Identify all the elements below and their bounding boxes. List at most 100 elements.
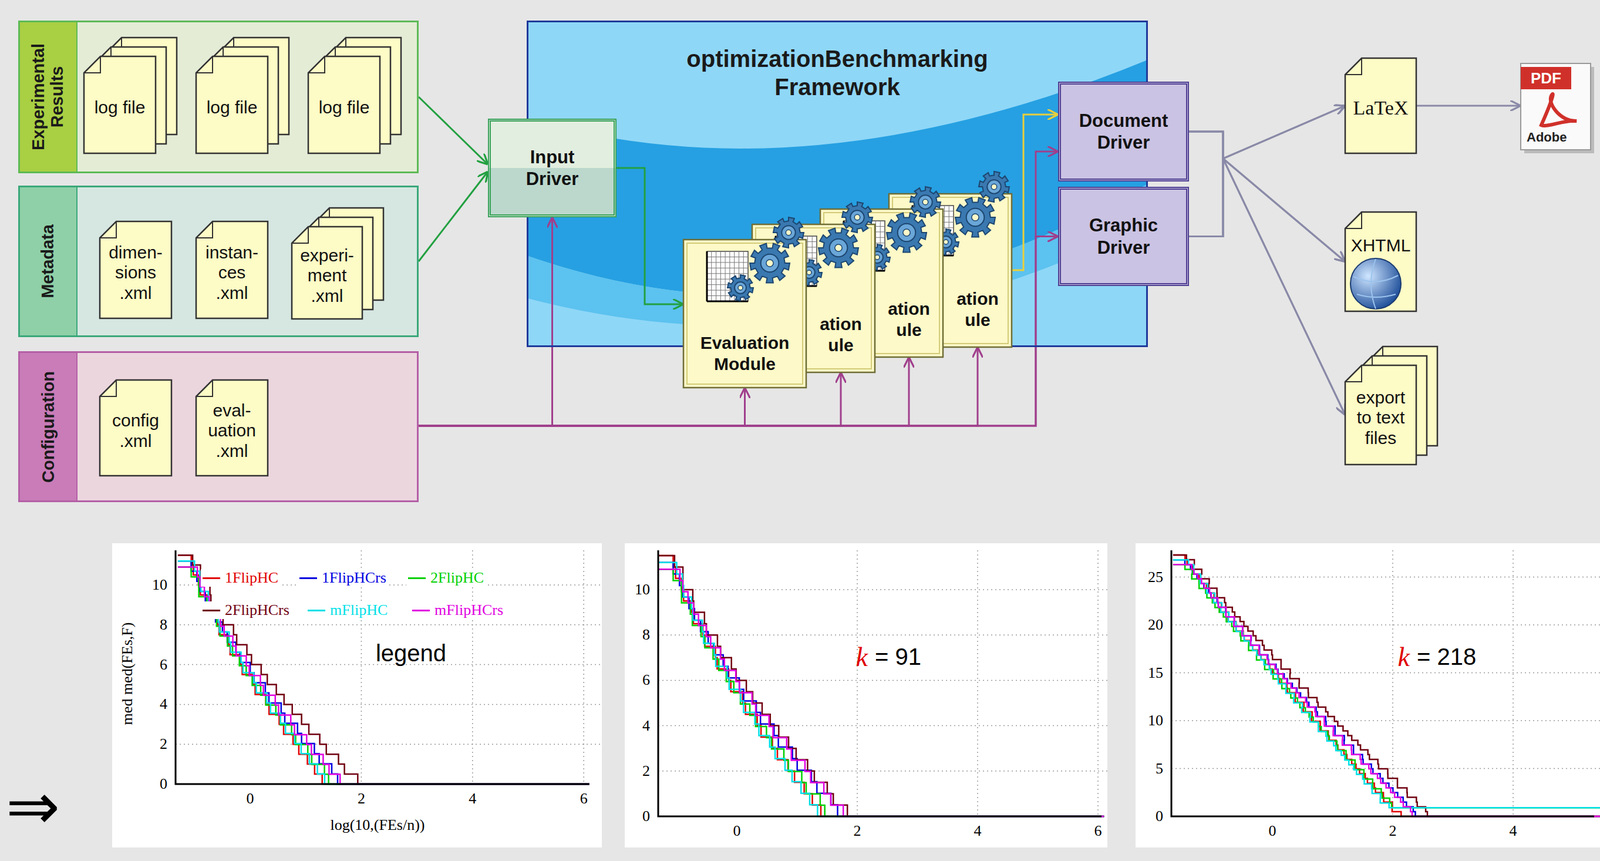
node-label: Graphic Driver bbox=[1073, 214, 1174, 258]
node-label: Document Driver bbox=[1073, 109, 1174, 154]
connector bbox=[418, 171, 488, 262]
shape-outline bbox=[1345, 211, 1417, 312]
tick-label: 20 bbox=[1147, 615, 1164, 634]
node-label: ation ule bbox=[811, 313, 871, 356]
parameter-name: k bbox=[1398, 641, 1410, 673]
grid-line bbox=[1392, 550, 1394, 817]
curve bbox=[658, 562, 1105, 817]
grid-line bbox=[658, 634, 1108, 636]
legend-swatch bbox=[202, 577, 221, 579]
driver-box: Graphic Driver bbox=[1058, 186, 1189, 286]
tick-label: 6 bbox=[1094, 822, 1103, 840]
legend-swatch bbox=[202, 609, 221, 612]
tick-label: 15 bbox=[1147, 664, 1164, 682]
plot-ground bbox=[624, 543, 1108, 848]
grid-line bbox=[1171, 672, 1600, 674]
legend-entry: 1FlipHCrs bbox=[297, 568, 389, 587]
curve bbox=[177, 554, 590, 784]
parameter-value: = 91 bbox=[874, 643, 922, 670]
curve bbox=[1173, 554, 1600, 817]
tick-label: 6 bbox=[159, 655, 168, 674]
label-band: Configuration bbox=[19, 352, 78, 501]
connector bbox=[418, 217, 553, 426]
grid-line bbox=[977, 550, 979, 817]
tick-label: 8 bbox=[642, 625, 650, 644]
legend-entry: mFlipHCrs bbox=[410, 601, 505, 619]
legend-text: 2FlipHCrs bbox=[224, 601, 290, 619]
grid-line bbox=[583, 550, 585, 784]
node-label: ation ule bbox=[879, 298, 939, 341]
panel-note: legend bbox=[375, 640, 447, 667]
tick-label: 2 bbox=[853, 822, 862, 840]
grid-line bbox=[1512, 550, 1514, 817]
input-panel: Metadata dimen- sions .xml instan- ces .xm… bbox=[18, 185, 419, 338]
label-band: Experimental Results bbox=[19, 22, 78, 172]
output-file: XHTML bbox=[1345, 211, 1417, 312]
curve bbox=[1173, 559, 1600, 808]
node-label: log file bbox=[91, 91, 148, 119]
tick-label: 25 bbox=[1147, 568, 1164, 586]
node-label: instan- ces .xml bbox=[203, 236, 261, 304]
tick-label: 2 bbox=[642, 762, 650, 780]
legend-entry: 1FlipHC bbox=[200, 568, 281, 587]
grid-line bbox=[1097, 550, 1099, 817]
grid-line bbox=[658, 725, 1108, 727]
curve bbox=[1173, 564, 1600, 808]
legend-text: mFlipHCrs bbox=[434, 601, 504, 619]
file-icon: eval- uation .xml bbox=[196, 379, 268, 476]
node-label: dimen- sions .xml bbox=[107, 236, 164, 304]
legend-entry: 2FlipHC bbox=[406, 568, 486, 587]
grid-line bbox=[175, 704, 602, 706]
legend-swatch bbox=[412, 609, 430, 612]
connector bbox=[418, 96, 488, 165]
input-panel: Configuration config .xml eval- uation .xm… bbox=[18, 351, 419, 503]
tick-label: 4 bbox=[468, 789, 477, 808]
curve bbox=[658, 568, 1105, 817]
legend-text: 1FlipHC bbox=[224, 568, 279, 587]
tick-label: 0 bbox=[642, 807, 650, 825]
node-label: Input Driver bbox=[511, 146, 594, 190]
module-box: Evaluation Module bbox=[683, 239, 807, 388]
grid-line bbox=[1171, 719, 1600, 722]
curve bbox=[1173, 564, 1600, 817]
grid-line bbox=[658, 770, 1108, 772]
grid-line bbox=[856, 550, 858, 817]
tick-label: 6 bbox=[642, 671, 650, 689]
legend-swatch bbox=[307, 609, 326, 612]
node-label: log file bbox=[315, 91, 373, 119]
legend-text: 2FlipHC bbox=[430, 568, 484, 587]
connector bbox=[1011, 114, 1059, 271]
label-band: Metadata bbox=[19, 187, 78, 336]
tick-label: 0 bbox=[1268, 822, 1277, 840]
node-label: eval- uation .xml bbox=[203, 394, 261, 462]
tick-label: 10 bbox=[1147, 711, 1164, 730]
node-label: Evaluation Module bbox=[692, 332, 798, 375]
curve bbox=[177, 567, 590, 785]
tick-label: 5 bbox=[1155, 759, 1164, 778]
axis bbox=[175, 550, 590, 784]
node-label: export to text files bbox=[1352, 381, 1410, 449]
legend-text: mFlipHC bbox=[329, 601, 388, 619]
node-label: ation ule bbox=[948, 288, 1007, 331]
connector bbox=[1188, 131, 1346, 416]
node-label: experi- ment .xml bbox=[298, 239, 356, 307]
legend-swatch bbox=[408, 577, 426, 579]
node-label: config .xml bbox=[107, 404, 164, 451]
output-file: PDF Adobe bbox=[1520, 63, 1595, 154]
grid-line bbox=[175, 624, 602, 626]
curve bbox=[177, 567, 590, 785]
file-icon: log file bbox=[196, 56, 268, 154]
grid-line bbox=[658, 588, 1108, 591]
node-label: PDF bbox=[1520, 66, 1572, 90]
axis bbox=[658, 550, 1102, 817]
node-label: XHTML bbox=[1345, 235, 1417, 256]
node-label: Adobe bbox=[1520, 129, 1595, 154]
node-label: Configuration bbox=[38, 358, 58, 495]
connector bbox=[418, 387, 746, 426]
plot-ground bbox=[112, 543, 602, 848]
tick-label: 8 bbox=[159, 615, 168, 634]
tick-label: 0 bbox=[733, 822, 741, 840]
tick-label: 10 bbox=[634, 580, 650, 599]
file-icon: export to text files bbox=[1345, 365, 1417, 465]
grid-line bbox=[175, 743, 602, 745]
